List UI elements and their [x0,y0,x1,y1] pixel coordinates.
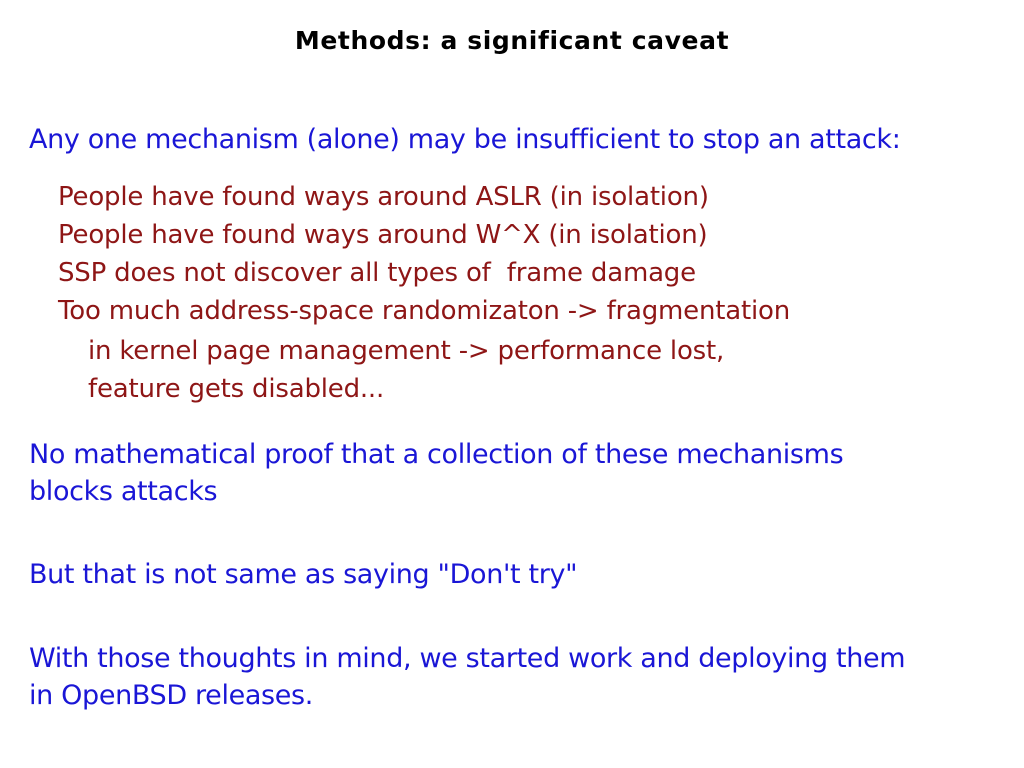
caveat-item-wxor: People have found ways around W^X (in is… [58,220,708,250]
caveat-item-randomization-cont-2: feature gets disabled... [88,374,385,404]
no-proof-line-1: No mathematical proof that a collection … [29,439,844,470]
caveat-item-randomization-cont-1: in kernel page management -> performance… [88,336,725,366]
caveat-item-aslr: People have found ways around ASLR (in i… [58,182,709,212]
deploying-line-2: in OpenBSD releases. [29,680,313,711]
lead-statement-line: Any one mechanism (alone) may be insuffi… [29,124,901,155]
deploying-line-1: With those thoughts in mind, we started … [29,643,906,674]
no-proof-line-2: blocks attacks [29,476,218,507]
caveat-item-randomization: Too much address-space randomizaton -> f… [58,296,790,326]
caveat-item-ssp: SSP does not discover all types of frame… [58,258,696,288]
page-title: Methods: a significant caveat [294,26,730,55]
but-try-line-1: But that is not same as saying "Don't tr… [29,559,578,590]
